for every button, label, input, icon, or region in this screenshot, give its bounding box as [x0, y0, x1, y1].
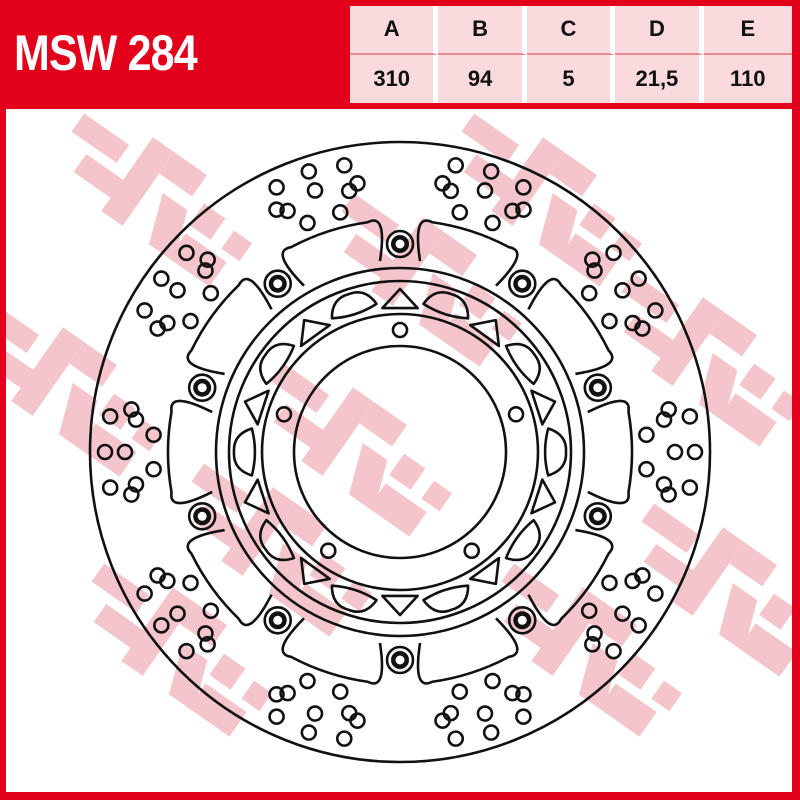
watermark-logo [461, 113, 643, 287]
spec-header-d: D [615, 6, 704, 55]
drawing-area [6, 109, 792, 792]
watermark-logo [91, 563, 273, 737]
spec-header-b: B [438, 6, 527, 55]
watermark-logo [6, 303, 163, 477]
watermark-logo [71, 113, 253, 287]
spec-value-c: 5 [526, 54, 616, 103]
product-code-title: MSW 284 [14, 25, 198, 81]
spec-table: A B C D E 310 94 5 21,5 110 [350, 6, 792, 103]
watermark-logo [341, 193, 523, 367]
brake-disc-drawing [6, 113, 792, 764]
spec-value-e: 110 [703, 54, 792, 103]
spec-value-d: 21,5 [615, 54, 704, 103]
brake-disc [88, 140, 712, 764]
spec-value-a: 310 [350, 54, 439, 103]
spec-header-a: A [350, 6, 439, 55]
watermark-logo [641, 503, 792, 677]
header-band: MSW 284 A B C D E 310 94 5 21,5 110 [0, 0, 800, 103]
watermark-logo [271, 363, 453, 537]
spec-value-b: 94 [438, 54, 527, 103]
watermark-logo [621, 273, 792, 447]
spec-header-e: E [703, 6, 792, 55]
spec-header-c: C [526, 6, 616, 55]
